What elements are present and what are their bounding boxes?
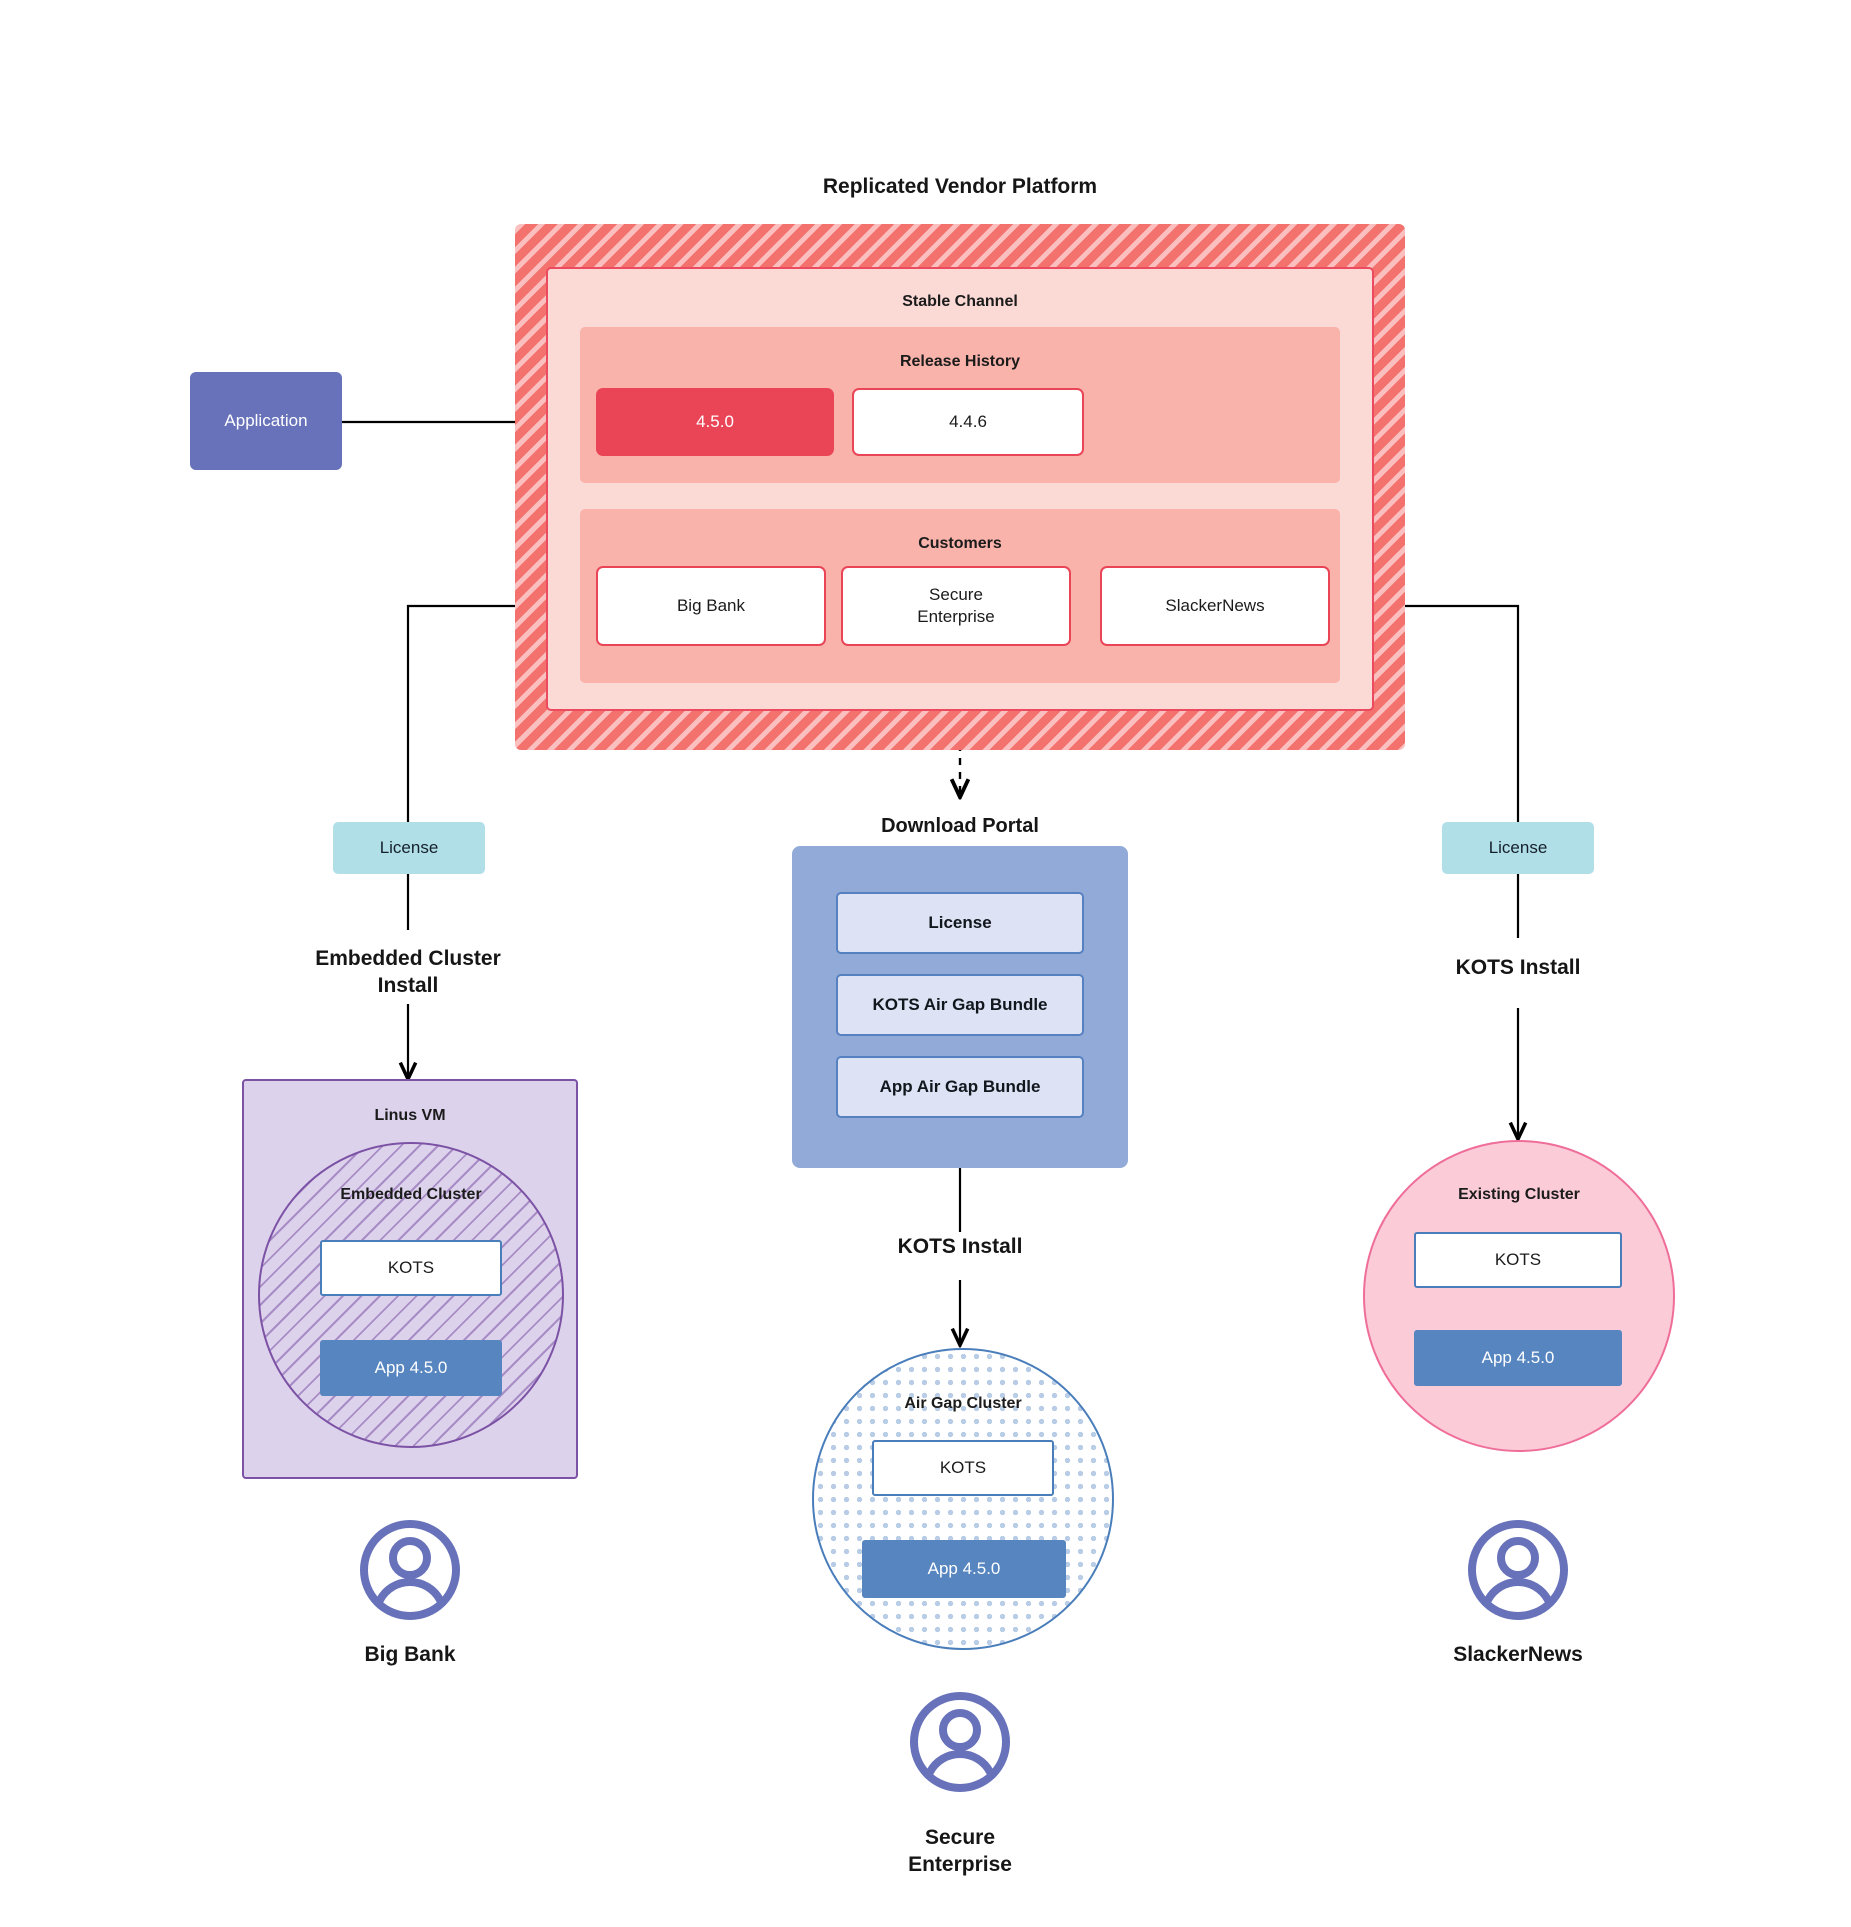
left-install-label: Embedded Cluster Install (315, 947, 501, 997)
customer-pill-big-bank[interactable]: Big Bank (596, 566, 826, 646)
center-app-version-box[interactable]: App 4.5.0 (862, 1540, 1066, 1598)
air-gap-cluster-label: Air Gap Cluster (904, 1394, 1022, 1412)
user-avatar-icon (910, 1692, 1010, 1792)
portal-item-app-airgap-bundle[interactable]: App Air Gap Bundle (836, 1056, 1084, 1118)
persona-label-secure-enterprise: Secure Enterprise (908, 1826, 1012, 1876)
download-portal-title: Download Portal (881, 815, 1039, 838)
portal-item-license[interactable]: License (836, 892, 1084, 954)
right-license-chip[interactable]: License (1442, 822, 1594, 874)
user-avatar-icon (360, 1520, 460, 1620)
air-gap-cluster-circle (812, 1348, 1114, 1650)
customer-pill-secure-enterprise[interactable]: Secure Enterprise (841, 566, 1071, 646)
user-avatar-icon (1468, 1520, 1568, 1620)
embedded-cluster-label: Embedded Cluster (340, 1185, 482, 1203)
persona-avatar-center (908, 1690, 1012, 1794)
persona-label-slackernews: SlackerNews (1453, 1642, 1583, 1666)
linus-vm-label: Linus VM (374, 1106, 446, 1124)
release-pill-current[interactable]: 4.5.0 (596, 388, 834, 456)
persona-label-big-bank: Big Bank (364, 1642, 456, 1666)
left-license-chip[interactable]: License (333, 822, 485, 874)
center-kots-box[interactable]: KOTS (872, 1440, 1054, 1496)
existing-cluster-label: Existing Cluster (1458, 1185, 1580, 1203)
left-kots-box[interactable]: KOTS (320, 1240, 502, 1296)
right-install-label: KOTS Install (1455, 955, 1581, 979)
right-app-version-box[interactable]: App 4.5.0 (1414, 1330, 1622, 1386)
stable-channel-title: Stable Channel (902, 292, 1018, 310)
release-pill-past[interactable]: 4.4.6 (852, 388, 1084, 456)
customer-pill-slackernews[interactable]: SlackerNews (1100, 566, 1330, 646)
customers-title: Customers (918, 534, 1002, 552)
persona-avatar-left (358, 1518, 462, 1622)
portal-item-kots-airgap-bundle[interactable]: KOTS Air Gap Bundle (836, 974, 1084, 1036)
center-install-label: KOTS Install (897, 1234, 1023, 1258)
existing-cluster-circle (1363, 1140, 1675, 1452)
right-kots-box[interactable]: KOTS (1414, 1232, 1622, 1288)
release-history-title: Release History (899, 352, 1021, 370)
application-node[interactable]: Application (190, 372, 342, 470)
left-app-version-box[interactable]: App 4.5.0 (320, 1340, 502, 1396)
platform-title: Replicated Vendor Platform (822, 174, 1098, 198)
persona-avatar-right (1466, 1518, 1570, 1622)
